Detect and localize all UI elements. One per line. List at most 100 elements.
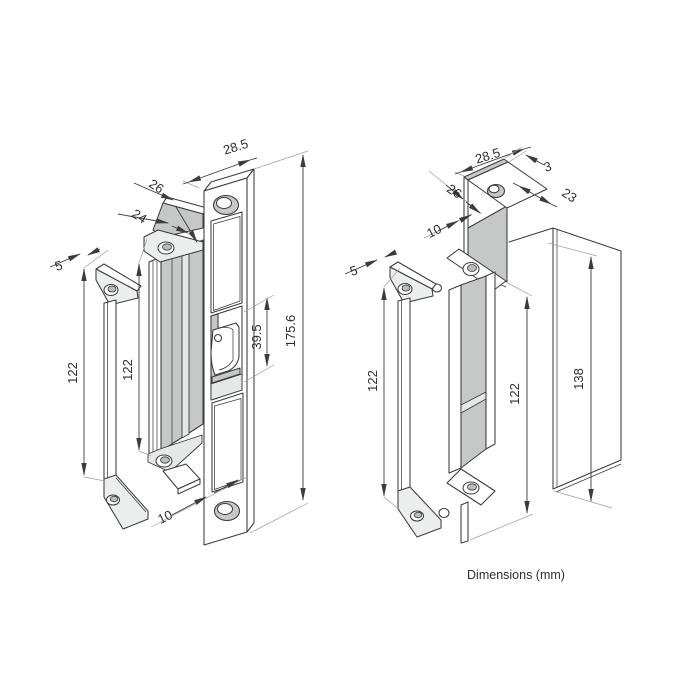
- dim-right-overall-height: 138: [571, 368, 586, 390]
- right-back-plate: [463, 158, 622, 493]
- left-view-dimensions: 28.5 175.6 26 24 5 122 122 39.5: [49, 136, 309, 534]
- ext-line: [243, 294, 275, 313]
- dim-left-overall-height: 175.6: [283, 315, 298, 348]
- dim-line-5b: [384, 249, 398, 258]
- lip-bottom-edge: [115, 477, 147, 513]
- dim-left-keeper-height: 39.5: [249, 324, 264, 349]
- dim-arrow-26a: [445, 184, 464, 200]
- plate-left-strip: [448, 284, 462, 474]
- dim-line-28-5: [188, 159, 251, 183]
- ext-line: [553, 490, 613, 509]
- ext-line: [83, 249, 109, 269]
- ext-line: [253, 150, 309, 170]
- dim-overshoot: [550, 203, 558, 208]
- right-view-dimensions: 28.5 3 23 26 10 5 122: [344, 145, 613, 541]
- dim-left-flange-width: 26: [146, 176, 166, 196]
- lip-top-hole-inner: [401, 284, 411, 292]
- dim-arrow-10b: [459, 214, 472, 223]
- bracket-hole-inner: [488, 184, 500, 194]
- body-front-strip: [148, 256, 162, 458]
- dim-line-23: [518, 185, 552, 205]
- dim-arrow-26b: [465, 201, 481, 214]
- ext-line: [469, 513, 534, 541]
- lip-top-wedge: [389, 266, 434, 304]
- dim-right-faceplate-width: 28.5: [473, 145, 502, 167]
- flange-bottom-hole-inner: [160, 456, 170, 464]
- plate-channel: [460, 275, 487, 469]
- keeper-latch-curve: [217, 326, 234, 371]
- ext-line: [138, 238, 148, 264]
- dim-overshoot: [523, 146, 532, 150]
- dim-right-lip-thickness: 5: [348, 262, 359, 278]
- dim-right-plate-width: 26: [444, 181, 464, 201]
- flange-top-hole-inner: [162, 243, 172, 251]
- left-view: 28.5 175.6 26 24 5 122 122 39.5: [49, 136, 309, 546]
- left-strike-body: [143, 196, 208, 495]
- dim-line-24: [117, 213, 169, 224]
- ext-line: [83, 476, 106, 482]
- dim-overshoot: [182, 181, 190, 185]
- left-faceplate: [203, 168, 255, 546]
- keeper-shadow-band: [211, 367, 241, 384]
- dim-line-24b: [171, 225, 189, 234]
- lip-strip: [397, 297, 411, 494]
- lip-bottom-wedge: [103, 474, 149, 530]
- ext-line: [383, 267, 401, 288]
- keeper-window-bottom: [210, 373, 243, 401]
- dim-line-5: [49, 253, 81, 268]
- plate-tail: [460, 501, 469, 544]
- bracket-top-face: [467, 161, 548, 209]
- dim-left-faceplate-width: 28.5: [221, 136, 250, 158]
- faceplate-lower-panel: [211, 392, 244, 493]
- ext-line: [243, 364, 275, 383]
- dim-arrow-10a: [171, 496, 207, 516]
- dim-line-26b: [175, 206, 198, 243]
- ext-line: [454, 171, 465, 177]
- dim-overshoot: [512, 182, 520, 187]
- back-plate-top-edge: [508, 227, 554, 243]
- dim-overshoot: [454, 171, 462, 175]
- left-lip-plate: [95, 263, 149, 530]
- ext-line: [182, 180, 200, 189]
- plate-top-hole-inner: [467, 264, 477, 272]
- dim-line-5: [344, 259, 378, 275]
- body-bottom-tail-edge: [177, 478, 201, 495]
- plate-pin: [438, 507, 450, 519]
- ext-line: [505, 281, 533, 297]
- lip-bottom-hole-inner: [109, 495, 119, 503]
- dim-right-plate-thickness: 3: [542, 158, 553, 174]
- right-view: 28.5 3 23 26 10 5 122: [344, 145, 622, 544]
- ext-line: [504, 146, 523, 159]
- plate-right-strip: [485, 271, 496, 450]
- faceplate-upper-panel: [210, 211, 243, 314]
- lip-bottom-hole-inner: [413, 511, 423, 519]
- dim-overshoot: [249, 157, 258, 161]
- back-plate-face: [552, 227, 622, 490]
- dim-arrow-10b: [213, 479, 239, 494]
- dim-right-bracket-depth: 23: [559, 185, 579, 205]
- ext-line: [249, 502, 309, 534]
- dim-left-lip-thickness: 5: [53, 257, 64, 273]
- faceplate-bottom-hole-inner: [216, 502, 234, 516]
- ext-line: [508, 150, 527, 163]
- body-profile-strip: [181, 245, 190, 439]
- dimensions-caption: Dimensions (mm): [467, 568, 565, 582]
- faceplate-upper-panel-inset: [213, 216, 241, 311]
- right-strike-plate: [438, 248, 507, 544]
- lip-strip: [103, 299, 117, 482]
- lip-top-hole-inner: [107, 285, 117, 293]
- faceplate-top-hole-inner: [215, 196, 233, 210]
- ext-line: [138, 450, 152, 457]
- plate-bottom-hole-inner: [467, 483, 477, 491]
- ext-line: [547, 242, 598, 257]
- dim-line-5b: [87, 247, 101, 256]
- dim-left-bottom-offset: 10: [155, 507, 175, 527]
- right-lip-plate: [389, 261, 443, 538]
- dim-right-flange-depth: 10: [424, 221, 444, 241]
- dim-arrow-10a: [437, 220, 459, 232]
- dim-left-body-height: 122: [120, 359, 135, 381]
- keeper-screw: [213, 333, 223, 343]
- dim-line-26: [133, 182, 174, 201]
